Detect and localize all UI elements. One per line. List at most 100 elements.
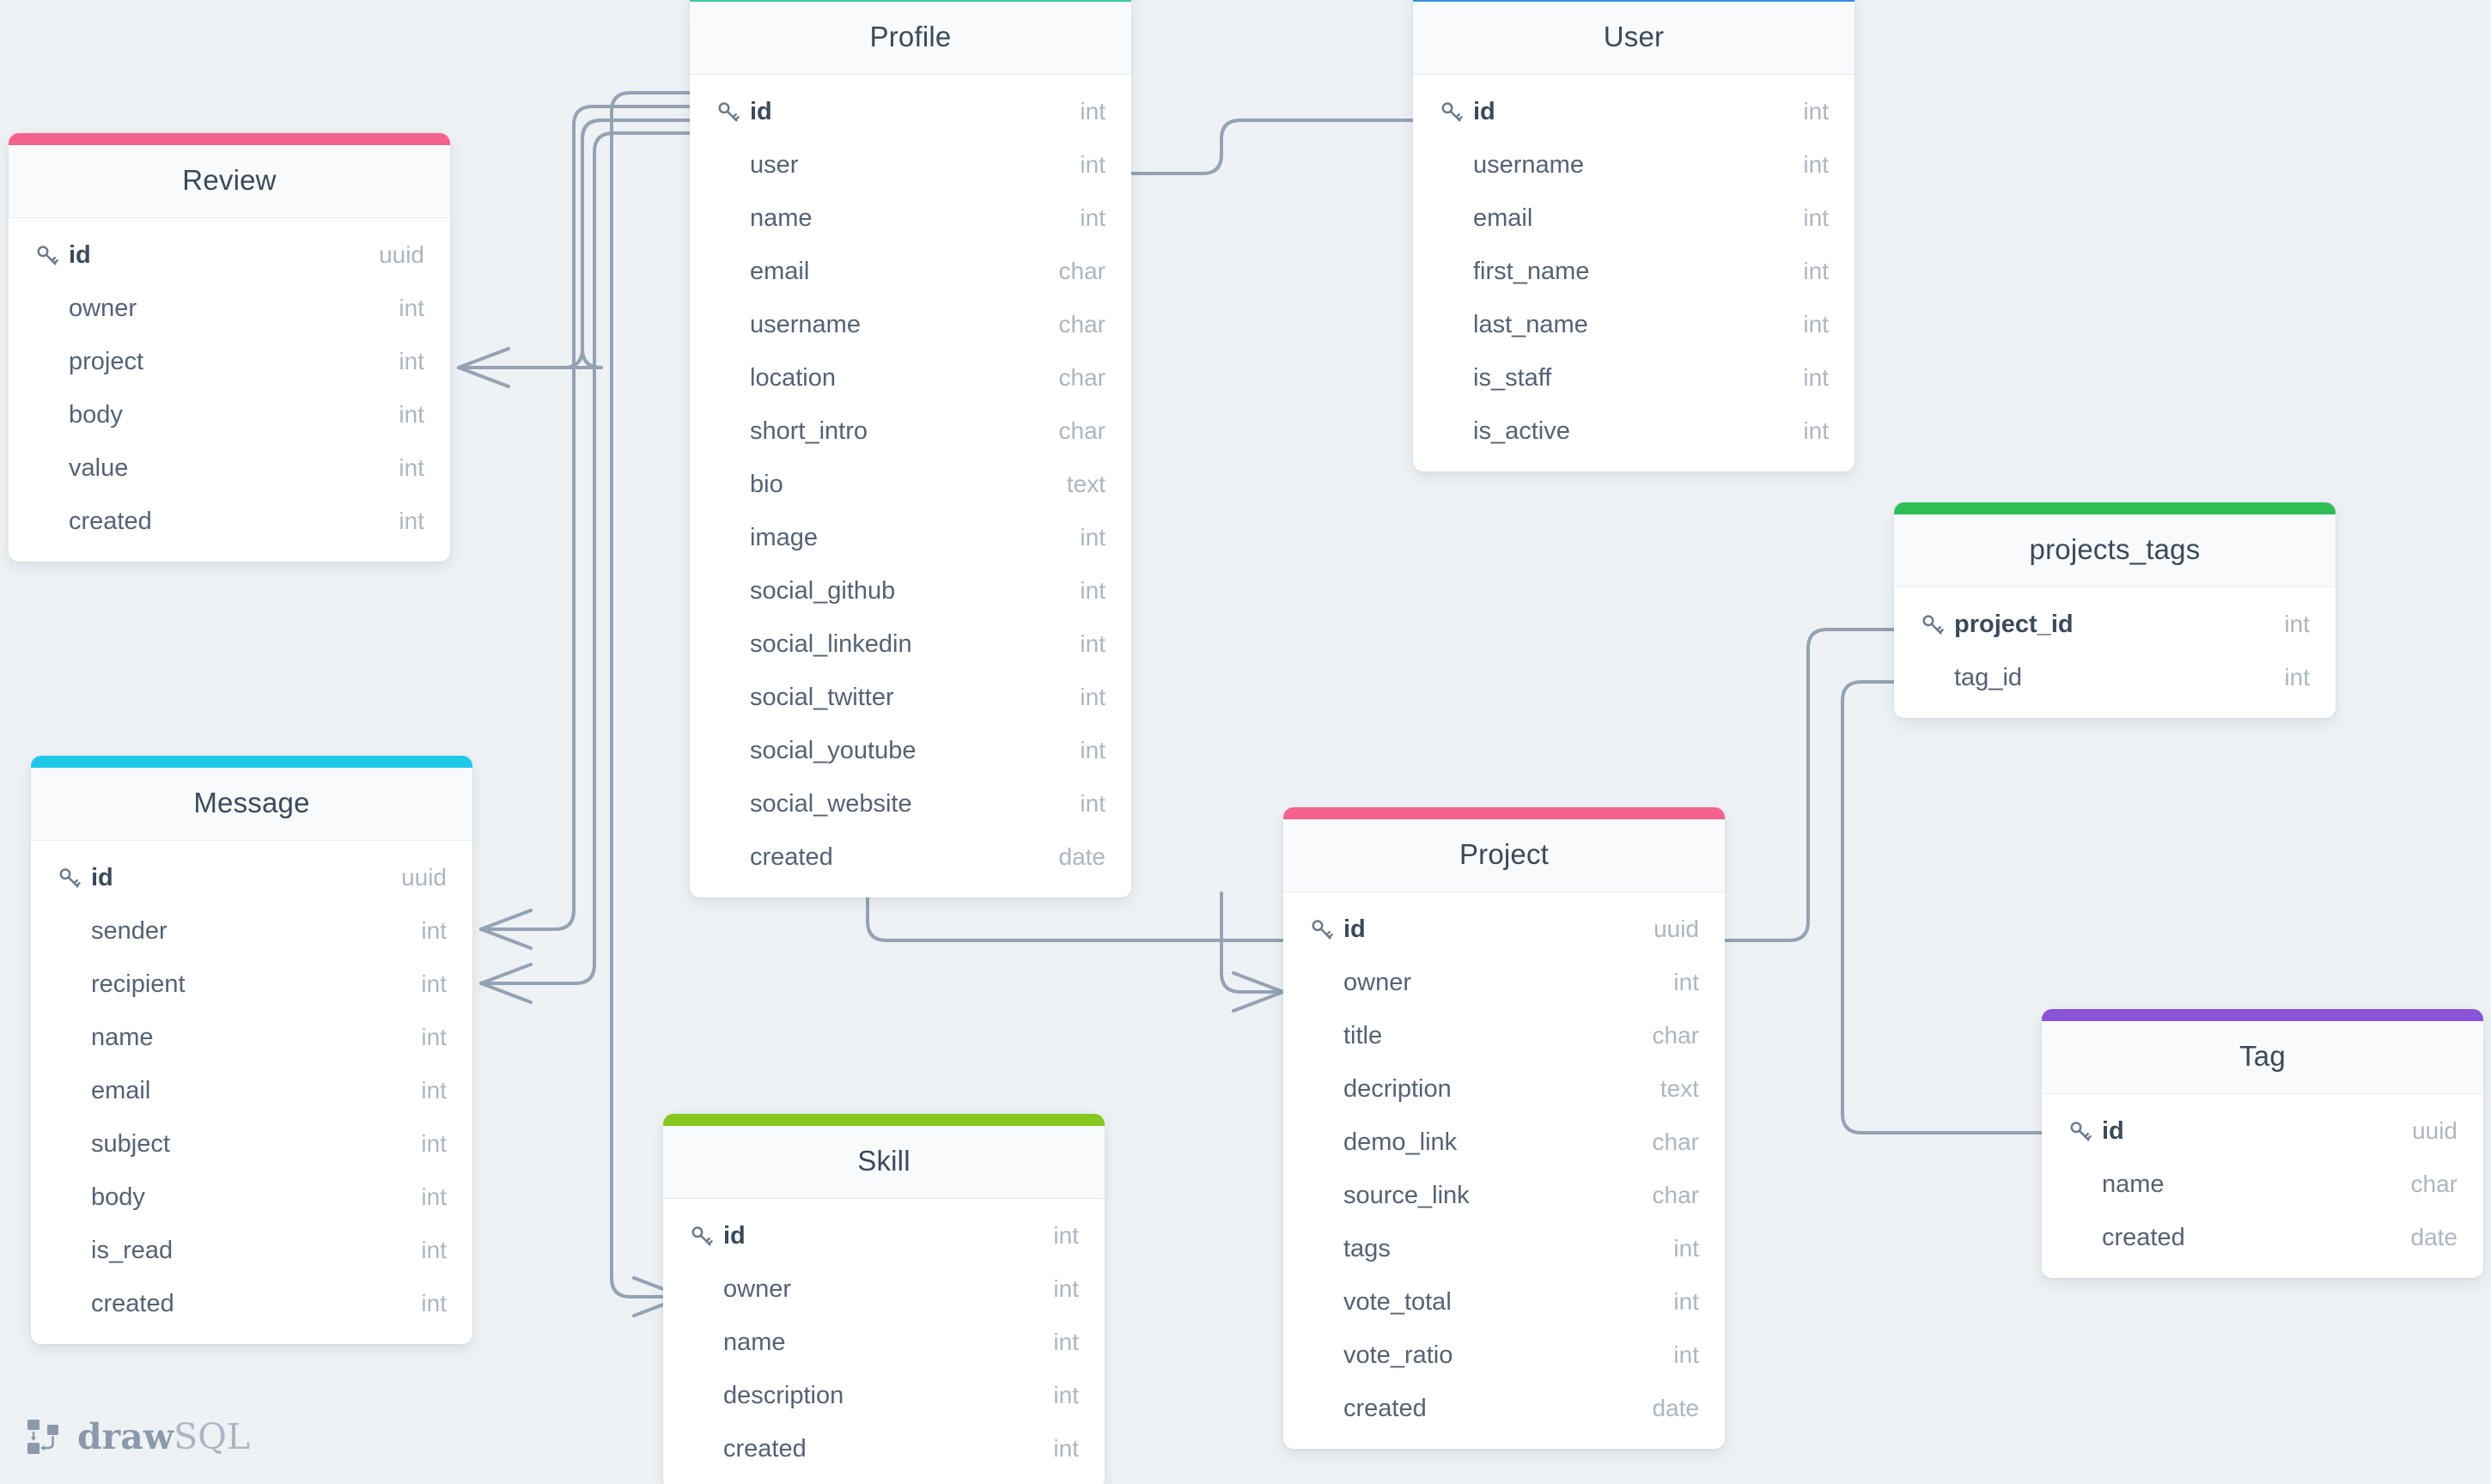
column-type: int: [421, 917, 447, 944]
column-type: int: [421, 1290, 447, 1317]
drawsql-logo-icon: [26, 1417, 65, 1457]
table-name: projects_tags: [2029, 533, 2201, 565]
table-header[interactable]: Review: [9, 145, 450, 218]
column-type: int: [1803, 204, 1829, 231]
column-type: uuid: [379, 241, 424, 268]
column-type: text: [1660, 1075, 1699, 1102]
column-type: date: [1058, 843, 1106, 870]
table-name: Profile: [869, 21, 952, 52]
table-header[interactable]: Message: [31, 768, 472, 841]
table-header[interactable]: Project: [1283, 819, 1725, 892]
column-type: int: [2284, 664, 2310, 690]
table-header[interactable]: Profile: [690, 2, 1131, 75]
column-type: int: [1053, 1329, 1079, 1355]
column-type: char: [1058, 417, 1105, 444]
column-name: is_active: [1473, 417, 1570, 445]
column-name: owner: [723, 1274, 791, 1303]
column-name: description: [723, 1381, 844, 1409]
column-type: int: [421, 1130, 447, 1157]
column-name: username: [750, 310, 861, 338]
logo-light-text: SQL: [174, 1415, 251, 1457]
column-type: int: [421, 1077, 447, 1104]
table-header[interactable]: projects_tags: [1894, 514, 2336, 587]
column-type: int: [421, 1183, 447, 1210]
table-header[interactable]: Tag: [2042, 1021, 2483, 1094]
column-type: int: [399, 454, 424, 481]
key-icon: [1309, 916, 1335, 942]
column-type: int: [1053, 1435, 1079, 1462]
table-header[interactable]: User: [1413, 2, 1855, 75]
table-header[interactable]: Skill: [663, 1126, 1105, 1199]
column-name: id: [723, 1221, 746, 1250]
